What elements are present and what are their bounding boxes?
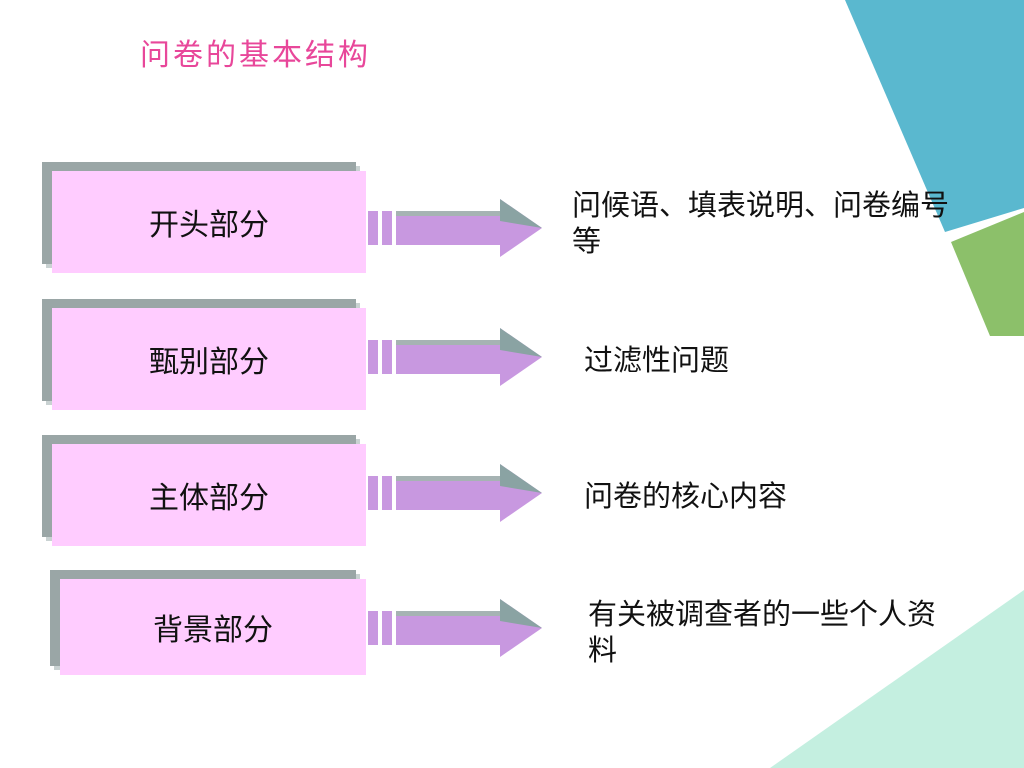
section-description: 问卷的核心内容	[584, 479, 788, 513]
section-label: 主体部分	[149, 481, 269, 516]
section-description: 过滤性问题	[584, 343, 730, 377]
section-description: 有关被调查者的一些个人资料	[588, 597, 937, 667]
section-box-opening: 开头部分	[52, 171, 366, 273]
arrow-right-icon	[368, 464, 542, 522]
section-label: 背景部分	[153, 613, 273, 648]
arrow-right-icon	[368, 599, 542, 657]
arrow-right-icon	[368, 199, 542, 257]
section-box-main: 主体部分	[52, 444, 366, 546]
section-description: 问候语、填表说明、问卷编号等	[572, 188, 950, 258]
mint-triangle-shape	[770, 590, 1024, 768]
section-label: 甄别部分	[149, 345, 269, 380]
blue-triangle-shape	[845, 0, 1024, 232]
section-box-screening: 甄别部分	[52, 308, 366, 410]
green-shape	[951, 212, 1024, 336]
section-label: 开头部分	[149, 208, 269, 243]
page-title: 问卷的基本结构	[140, 38, 371, 73]
section-box-background: 背景部分	[60, 579, 366, 675]
arrow-right-icon	[368, 328, 542, 386]
